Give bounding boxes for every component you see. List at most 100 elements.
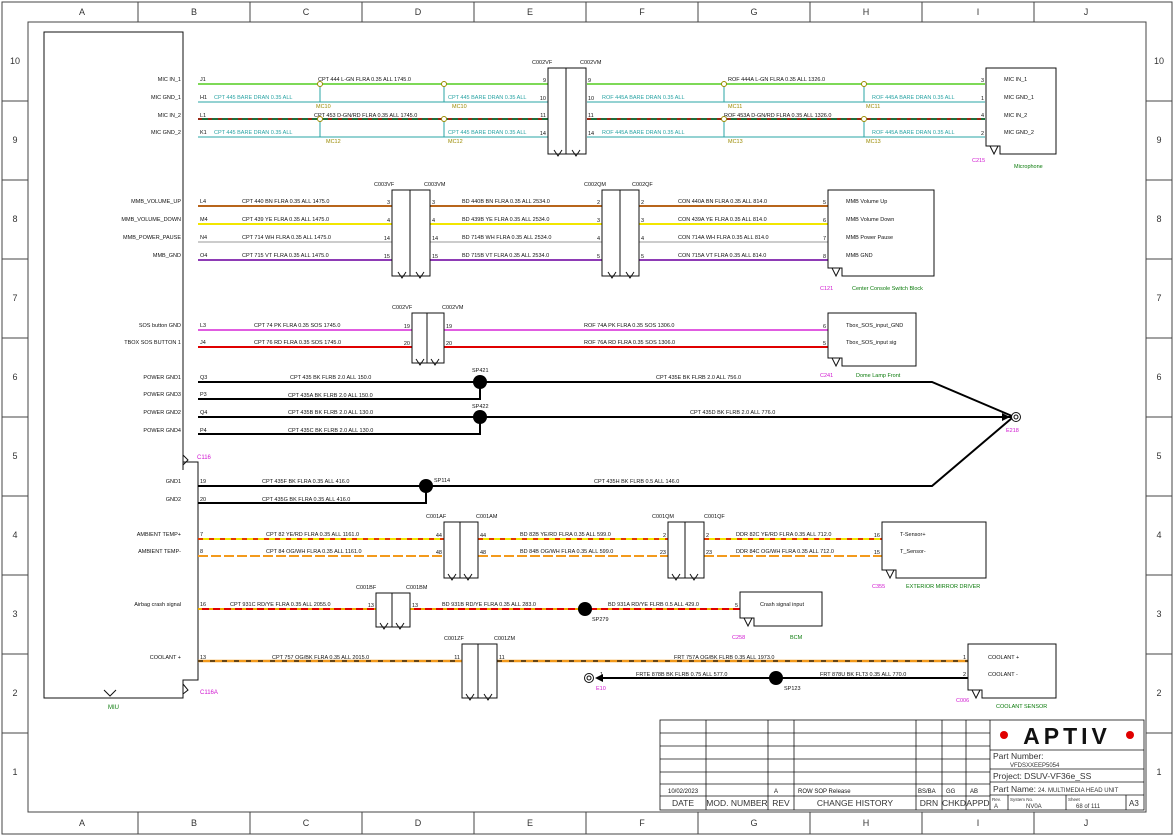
pin-number: 4 bbox=[387, 218, 390, 224]
component-pin: T-Sensor+ bbox=[900, 532, 926, 538]
pin-id: 13 bbox=[200, 655, 206, 661]
pin-id: 19 bbox=[200, 479, 206, 485]
component-notch bbox=[831, 357, 841, 368]
connector-id: C116A bbox=[200, 690, 218, 696]
component-notch bbox=[831, 267, 841, 278]
connector-id: C002VF bbox=[532, 60, 553, 66]
wire-label: CPT 76 RD FLRA 0.35 SOS 1745.0 bbox=[254, 340, 341, 346]
wire-label: CPT 435D BK FLRB 2.0 ALL 776.0 bbox=[690, 410, 775, 416]
col-label: C bbox=[303, 7, 310, 17]
history-appd: AB bbox=[970, 789, 978, 795]
pin-name: GND1 bbox=[166, 479, 181, 485]
connector-id: C002VF bbox=[392, 305, 413, 311]
pin-number: 11 bbox=[588, 113, 594, 119]
connector-id: C001BM bbox=[406, 585, 428, 591]
connector-notch bbox=[671, 573, 699, 581]
component-notch bbox=[971, 689, 981, 700]
component-pin: MIC IN_2 bbox=[1004, 113, 1027, 119]
pin-number: 3 bbox=[981, 78, 984, 84]
header-drn: DRN bbox=[920, 798, 938, 808]
header-rev: REV bbox=[772, 798, 790, 808]
shield-splice bbox=[861, 81, 867, 87]
pin-number: 13 bbox=[412, 603, 418, 609]
pin-name: MIC GND_2 bbox=[151, 130, 181, 136]
col-label: E bbox=[527, 7, 533, 17]
connector-id: C116 bbox=[197, 455, 212, 461]
pin-number: 23 bbox=[660, 550, 666, 556]
component-box bbox=[827, 312, 917, 367]
pin-name: MIC IN_2 bbox=[158, 113, 181, 119]
splice-dot bbox=[473, 375, 487, 389]
wire-label: FRT 757A OG/BK FLRB 0.35 ALL 1973.0 bbox=[674, 655, 775, 661]
wire-label: CPT 435E BK FLRB 2.0 ALL 756.0 bbox=[656, 375, 741, 381]
splice-dot bbox=[578, 602, 592, 616]
component-pin: MMB Power Pause bbox=[846, 235, 893, 241]
component-pin: Crash signal input bbox=[760, 602, 804, 608]
pin-name: POWER GND2 bbox=[143, 410, 181, 416]
col-label: A bbox=[79, 818, 85, 828]
pin-number: 11 bbox=[454, 655, 460, 661]
splice-label: SP123 bbox=[784, 686, 801, 692]
row-label: 10 bbox=[1154, 56, 1164, 66]
system-value: NV0A bbox=[1026, 804, 1042, 810]
title-block bbox=[659, 719, 1145, 811]
component-pin: MMB Volume Up bbox=[846, 199, 887, 205]
pin-name: MMB_POWER_PAUSE bbox=[123, 235, 181, 241]
wire-label: CPT 445 BARE DRAN 0.35 ALL bbox=[214, 130, 292, 136]
splice-label: MC10 bbox=[452, 104, 467, 110]
splice-label: MC10 bbox=[316, 104, 331, 110]
pin-number: 7 bbox=[823, 236, 826, 242]
component-name: COOLANT SENSOR bbox=[996, 704, 1047, 710]
row-label: 4 bbox=[1156, 530, 1161, 540]
pin-number: 2 bbox=[706, 533, 709, 539]
pin-number: 16 bbox=[874, 533, 880, 539]
wire-label: CPT 453 D-GN/RD FLRA 0.35 ALL 1745.0 bbox=[314, 113, 417, 119]
pin-number: 1 bbox=[963, 655, 966, 661]
pin-number: 44 bbox=[436, 533, 442, 539]
connector-body bbox=[547, 67, 567, 155]
header-change: CHANGE HISTORY bbox=[817, 798, 894, 808]
splice-label: SP422 bbox=[472, 404, 489, 410]
pin-id: O4 bbox=[200, 253, 207, 259]
pin-name: MMB_VOLUME_UP bbox=[131, 199, 181, 205]
component-connector-id: C121 bbox=[820, 286, 833, 292]
pin-name: Airbag crash signal bbox=[134, 602, 181, 608]
connector-body bbox=[391, 189, 411, 277]
col-label: H bbox=[863, 7, 870, 17]
components bbox=[739, 67, 1057, 700]
splice-dot bbox=[473, 410, 487, 424]
component-name: Center Console Switch Block bbox=[852, 286, 923, 292]
splice-label: MC12 bbox=[326, 139, 341, 145]
part-name: 24. MULTIMEDIA HEAD UNIT bbox=[1038, 788, 1119, 794]
wire-label: BD 82B YE/RD FLRA 0.35 ALL 599.0 bbox=[520, 532, 611, 538]
wire-label: CPT 435F BK FLRA 0.35 ALL 416.0 bbox=[262, 479, 349, 485]
pin-id: 16 bbox=[200, 602, 206, 608]
wire-label: CPT 445 BARE DRAN 0.35 ALL bbox=[448, 130, 526, 136]
splice-label: SP421 bbox=[472, 368, 489, 374]
wire-label: DDR 84C OG/WH FLRA 0.35 ALL 712.0 bbox=[736, 549, 834, 555]
component-box bbox=[827, 189, 935, 277]
connector-body bbox=[459, 521, 479, 579]
pin-id: J4 bbox=[200, 340, 206, 346]
pin-name: TBOX SOS BUTTON 1 bbox=[124, 340, 181, 346]
wire-label: CPT 84 OG/WH FLRA 0.35 ALL 1161.0 bbox=[266, 549, 362, 555]
pin-number: 13 bbox=[368, 603, 374, 609]
wire-label: CPT 714 WH FLRA 0.35 ALL 1475.0 bbox=[242, 235, 331, 241]
pin-number: 3 bbox=[597, 218, 600, 224]
row-label: 7 bbox=[1156, 293, 1161, 303]
component-name: EXTERIOR MIRROR DRIVER bbox=[906, 584, 980, 590]
pin-number: 20 bbox=[404, 341, 410, 347]
connector-notch bbox=[415, 358, 440, 366]
row-label: 6 bbox=[1156, 372, 1161, 382]
splice-label: MC13 bbox=[728, 139, 743, 145]
shield-splice bbox=[721, 81, 727, 87]
wire-label: BD 440B BN FLRA 0.35 ALL 2534.0 bbox=[462, 199, 550, 205]
wire-label: ROF 445A BARE DRAN 0.35 ALL bbox=[602, 95, 685, 101]
component-pin: MMB GND bbox=[846, 253, 873, 259]
component-name: Microphone bbox=[1014, 164, 1043, 170]
connector-body bbox=[443, 521, 461, 579]
connector-notch bbox=[465, 693, 493, 701]
connector-id: C001BF bbox=[356, 585, 377, 591]
